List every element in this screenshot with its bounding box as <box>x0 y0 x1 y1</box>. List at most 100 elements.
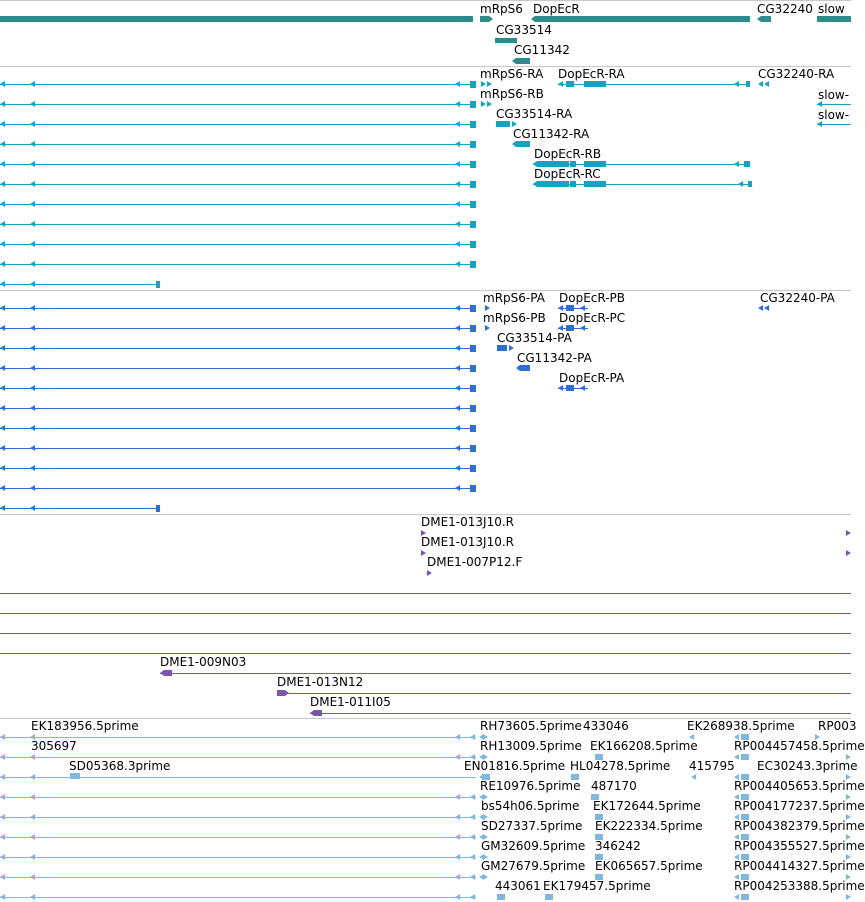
strand-left-arrow-icon <box>758 305 764 311</box>
feature-label[interactable]: 433046 <box>583 719 629 733</box>
feature-label[interactable]: 487170 <box>591 779 637 793</box>
feature-label[interactable]: RH13009.5prime <box>480 739 582 753</box>
feature-label[interactable]: bs54h06.5prime <box>481 799 580 813</box>
feature-label[interactable]: RP004405653.5prime <box>734 779 865 793</box>
exon-block <box>748 181 752 187</box>
strand-left-arrow-icon <box>455 734 461 740</box>
exon-block <box>741 794 749 800</box>
feature-label[interactable]: slow <box>818 2 845 16</box>
feature-label[interactable]: EK065657.5prime <box>595 859 703 873</box>
feature-label[interactable]: CG32240-RA <box>758 67 835 81</box>
feature-label[interactable]: mRpS6-PB <box>483 311 546 325</box>
strand-left-arrow-icon <box>470 814 476 820</box>
feature-label[interactable]: DopEcR-RB <box>534 147 602 161</box>
feature-label[interactable]: EK183956.5prime <box>31 719 139 733</box>
exon-block <box>470 365 476 372</box>
feature-label[interactable]: DME1-013J10.R <box>421 535 515 549</box>
exon-block <box>741 854 749 860</box>
feature-label[interactable]: CG11342 <box>514 43 570 57</box>
strand-left-arrow-icon <box>0 181 6 187</box>
feature-label[interactable]: 415795 <box>689 759 735 773</box>
strand-left-arrow-icon <box>764 305 770 311</box>
strand-left-arrow-icon <box>0 81 6 87</box>
feature-label[interactable]: mRpS6 <box>480 2 523 16</box>
strand-left-arrow-icon <box>734 161 740 167</box>
feature-label[interactable]: DopEcR-PA <box>559 371 625 385</box>
feature-label[interactable]: EK268938.5prime <box>687 719 795 733</box>
strand-left-arrow-icon <box>30 121 36 127</box>
strand-left-arrow-icon <box>734 834 740 840</box>
feature-label[interactable]: 305697 <box>31 739 77 753</box>
feature-label[interactable]: CG33514 <box>496 23 552 37</box>
feature-label[interactable]: DME1-013J10.R <box>421 515 515 529</box>
feature-label[interactable]: RP004382379.5prime <box>734 819 865 833</box>
strand-left-arrow-icon <box>30 365 36 371</box>
feature-label[interactable]: DME1-011I05 <box>310 695 391 709</box>
strand-left-arrow-icon <box>455 121 461 127</box>
strand-left-arrow-icon <box>734 734 740 740</box>
feature-label[interactable]: EK172644.5prime <box>593 799 701 813</box>
strand-left-arrow-icon <box>455 241 461 247</box>
feature-label[interactable]: mRpS6-RA <box>480 67 544 81</box>
feature-label[interactable]: RP004457458.5prime <box>734 739 865 753</box>
feature-label[interactable]: CG32240-PA <box>760 291 835 305</box>
feature-label[interactable]: CG32240 <box>757 2 813 16</box>
strand-right-arrow-icon <box>845 754 851 760</box>
feature-label[interactable]: RP004355527.5prime <box>734 839 865 853</box>
feature-label[interactable]: HL04278.5prime <box>570 759 671 773</box>
feature-label[interactable]: slow- <box>818 88 850 102</box>
feature-label[interactable]: CG33514-RA <box>496 107 573 121</box>
exon-block <box>741 814 749 820</box>
feature-label[interactable]: DME1-007P12.F <box>427 555 523 569</box>
feature-label[interactable]: DME1-009N03 <box>160 655 247 669</box>
feature-label[interactable]: EC30243.3prime <box>757 759 858 773</box>
feature-label[interactable]: mRpS6-RB <box>480 87 544 101</box>
feature-label[interactable]: 346242 <box>595 839 641 853</box>
feature-label[interactable]: mRpS6-PA <box>483 291 545 305</box>
exon-block <box>817 16 851 22</box>
strand-right-arrow-icon <box>480 81 486 87</box>
feature-label[interactable]: RH73605.5prime <box>480 719 582 733</box>
feature-label[interactable]: DopEcR-RC <box>534 167 601 181</box>
feature-label[interactable]: RP004253388.5prime <box>734 879 865 893</box>
feature-label[interactable]: RP003 <box>818 719 857 733</box>
feature-label[interactable]: RP004177237.5prime <box>734 799 865 813</box>
feature-label[interactable]: CG11342-PA <box>517 351 592 365</box>
feature-label[interactable]: DopEcR-PB <box>559 291 626 305</box>
exon-block <box>470 305 476 312</box>
feature-label[interactable]: EK222334.5prime <box>595 819 703 833</box>
strand-left-arrow-icon <box>30 774 36 780</box>
feature-label[interactable]: SD27337.5prime <box>481 819 583 833</box>
strand-left-arrow-icon <box>30 261 36 267</box>
exon-block <box>545 894 553 900</box>
feature-label[interactable]: EK179457.5prime <box>543 879 651 893</box>
feature-label[interactable]: CG11342-RA <box>513 127 590 141</box>
strand-left-arrow-icon <box>455 854 461 860</box>
feature-label[interactable]: DME1-013N12 <box>277 675 364 689</box>
strand-right-arrow-icon <box>484 305 490 311</box>
feature-label[interactable]: DopEcR-PC <box>559 311 626 325</box>
feature-label[interactable]: 443061 <box>495 879 541 893</box>
strand-left-arrow-icon <box>455 445 461 451</box>
strand-left-arrow-icon <box>30 794 36 800</box>
feature-label[interactable]: EN01816.5prime <box>464 759 566 773</box>
strand-left-arrow-icon <box>455 221 461 227</box>
exon-block <box>470 445 476 452</box>
feature-label[interactable]: GM27679.5prime <box>481 859 586 873</box>
feature-label[interactable]: CG33514-PA <box>497 331 572 345</box>
strand-left-arrow-icon <box>738 181 744 187</box>
feature-label[interactable]: slow- <box>818 108 850 122</box>
feature-label[interactable]: RE10976.5prime <box>480 779 581 793</box>
strand-left-arrow-icon <box>470 794 476 800</box>
strand-left-arrow-icon <box>0 281 6 287</box>
strand-left-arrow-icon <box>0 425 6 431</box>
feature-label[interactable]: GM32609.5prime <box>481 839 586 853</box>
feature-label[interactable]: RP004414327.5prime <box>734 859 865 873</box>
strand-right-arrow-icon <box>845 774 851 780</box>
feature-label[interactable]: DopEcR <box>533 2 580 16</box>
exon-block <box>470 425 476 432</box>
feature-label[interactable]: EK166208.5prime <box>590 739 698 753</box>
feature-label[interactable]: SD05368.3prime <box>69 759 171 773</box>
feature-label[interactable]: DopEcR-RA <box>558 67 625 81</box>
